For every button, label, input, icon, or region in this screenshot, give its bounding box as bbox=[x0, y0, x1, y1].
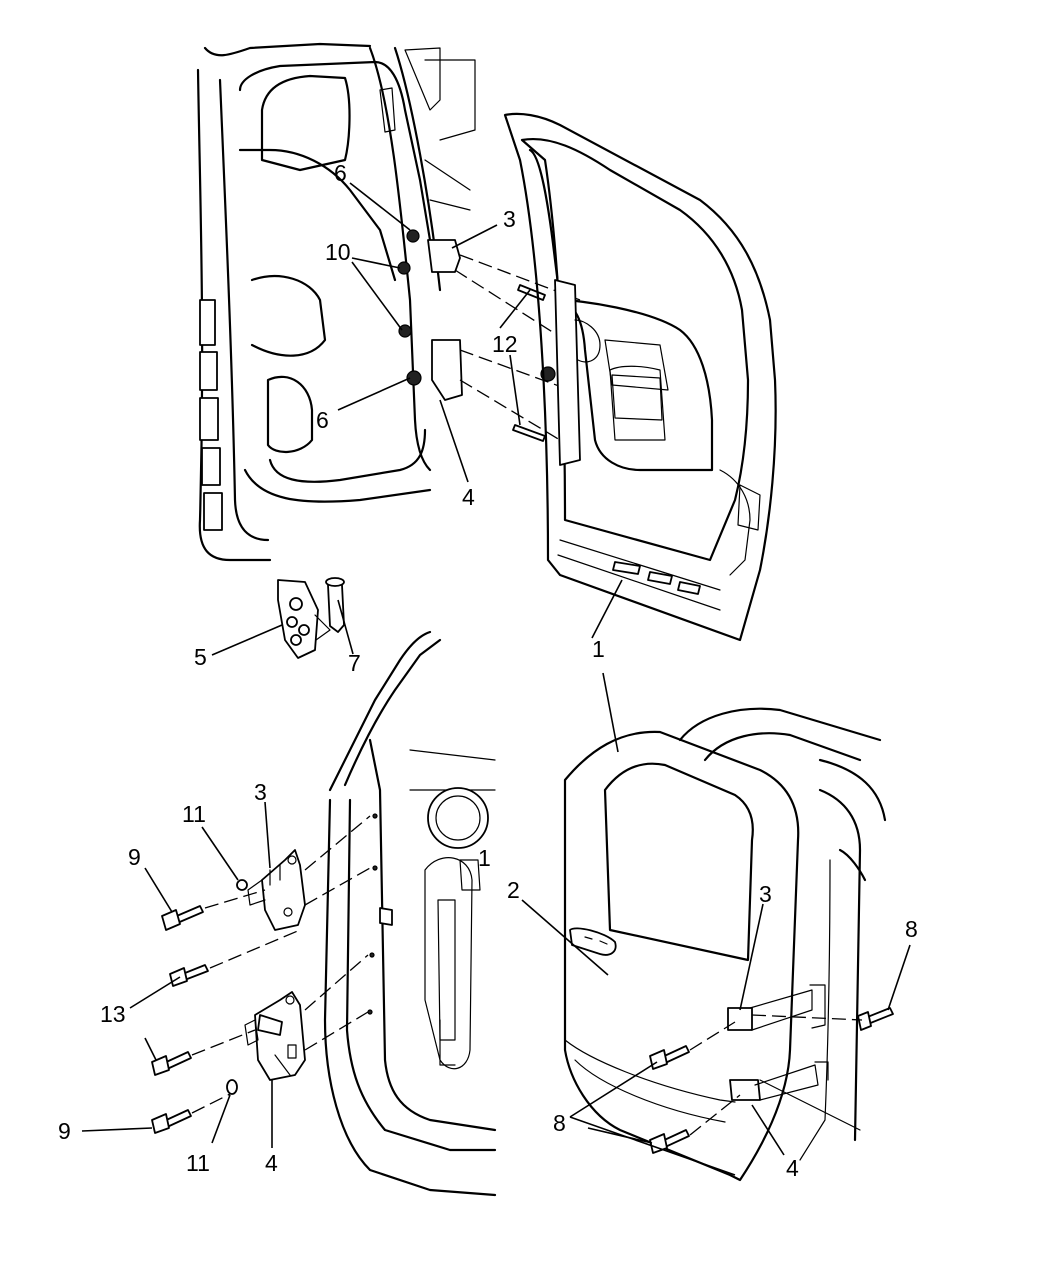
callout-6-upper-bottom: 6 bbox=[316, 407, 329, 433]
callout-10-upper: 10 bbox=[325, 239, 351, 265]
callout-5: 5 bbox=[194, 644, 207, 670]
callout-3-lower-left: 3 bbox=[254, 779, 267, 805]
lower-right-alignment-lines bbox=[689, 1014, 863, 1136]
callout-6-upper-top: 6 bbox=[334, 160, 347, 186]
bolts-lower-left bbox=[151, 879, 248, 1134]
callout-11-lower-left-bottom: 11 bbox=[186, 1150, 210, 1176]
callout-4-upper: 4 bbox=[462, 484, 475, 510]
b-pillar-lower-left bbox=[323, 630, 497, 1197]
callout-2: 2 bbox=[507, 877, 520, 903]
striker-plate-and-stud bbox=[277, 577, 345, 659]
lower-hinge-lower-left bbox=[244, 991, 306, 1081]
callout-3-upper: 3 bbox=[503, 206, 516, 232]
callout-8-lower-right-left: 8 bbox=[553, 1110, 566, 1136]
callout-11-lower-left-top: 11 bbox=[182, 801, 206, 827]
callout-13-lower-left: 13 bbox=[100, 1001, 126, 1027]
leader-lines bbox=[81, 182, 911, 1176]
callout-8-lower-right-right: 8 bbox=[905, 916, 918, 942]
callout-labels: 3 6 10 12 6 4 5 7 1 3 11 9 1 13 9 11 4 2… bbox=[58, 160, 918, 1181]
callout-4-lower-left: 4 bbox=[265, 1150, 278, 1176]
callout-4-lower-right: 4 bbox=[786, 1155, 799, 1181]
callout-1-door-inner: 1 bbox=[478, 845, 491, 871]
callout-9-lower-left-top: 9 bbox=[128, 844, 141, 870]
upper-hinge-lower-left bbox=[247, 849, 306, 931]
callout-3-lower-right: 3 bbox=[759, 881, 772, 907]
rear-door-open-upper bbox=[503, 112, 777, 642]
callout-1-upper: 1 bbox=[592, 636, 605, 662]
rear-door-closed-lower-right bbox=[563, 707, 887, 1182]
callout-7: 7 bbox=[348, 650, 361, 676]
upper-hinge-top bbox=[427, 239, 461, 273]
upper-hinge-bottom bbox=[431, 339, 463, 401]
lower-left-alignment-lines bbox=[191, 815, 371, 1114]
callout-12-upper: 12 bbox=[492, 331, 518, 357]
callout-9-lower-left-bottom: 9 bbox=[58, 1118, 71, 1144]
truck-body-opening-upper bbox=[196, 42, 476, 562]
